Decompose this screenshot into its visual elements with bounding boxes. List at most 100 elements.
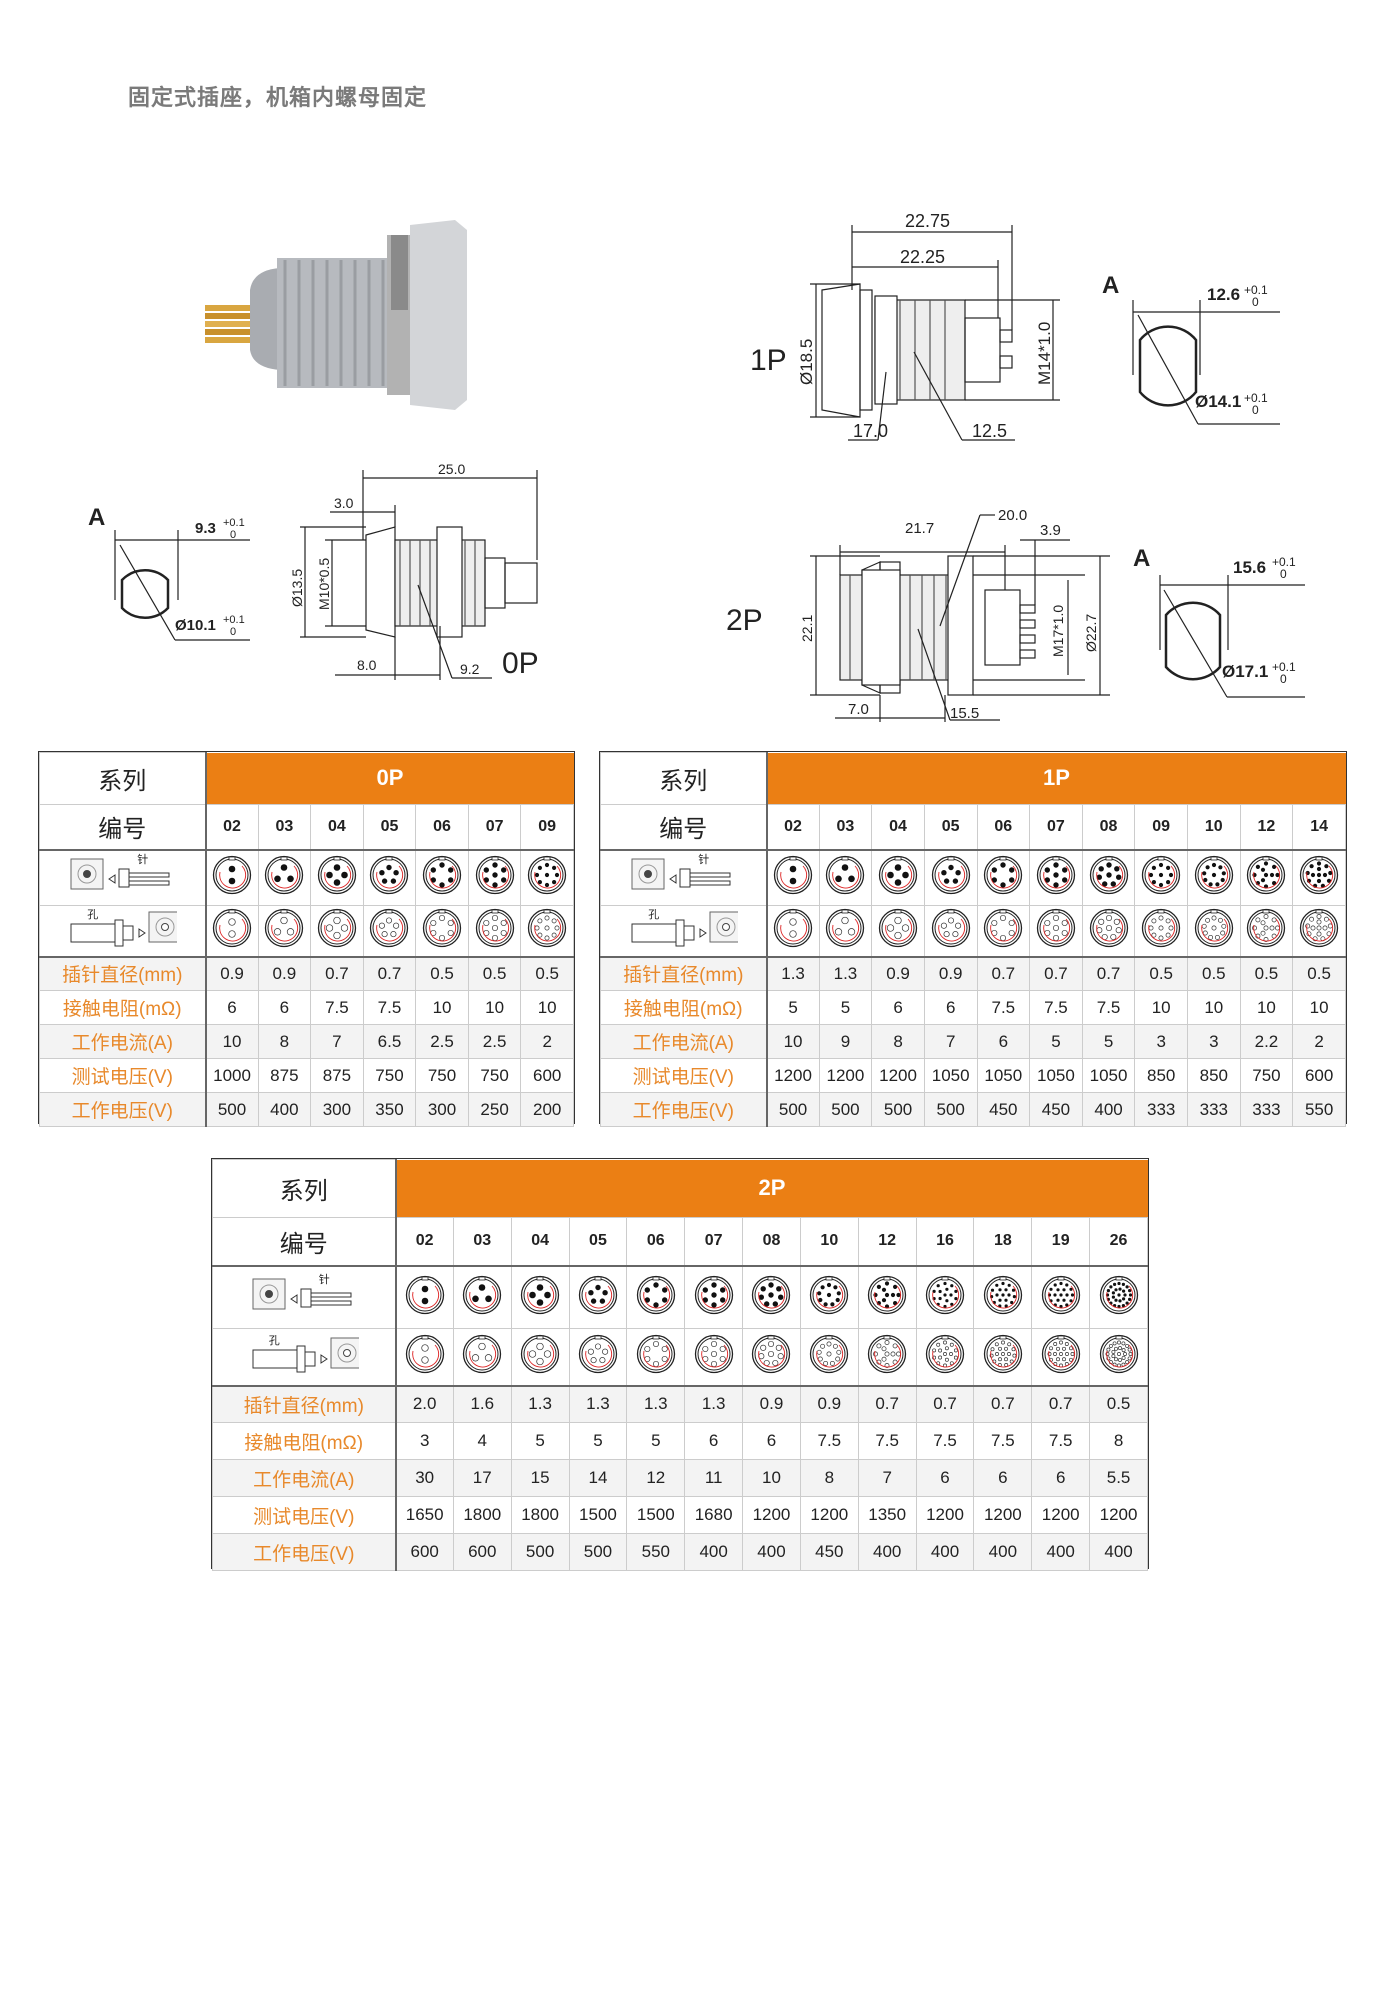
spec-cell: 500 (205, 1092, 259, 1127)
2p-series-label: 2P (726, 604, 763, 637)
code-cell: 10 (1187, 804, 1241, 851)
hole-layout-icon (1031, 1328, 1091, 1387)
spec-cell: 600 (1292, 1058, 1346, 1093)
spec-cell: 0.7 (310, 956, 364, 991)
row-label: 工作电压(V) (212, 1533, 397, 1571)
spec-cell: 300 (310, 1092, 364, 1127)
1p-dia-dim: Ø14.1 (1195, 392, 1241, 411)
pin-legend-icon: 针 (67, 853, 177, 895)
2p-thread: M17*1.0 (1050, 605, 1066, 657)
spec-cell: 9 (818, 1024, 873, 1059)
0p-length-dim: 25.0 (438, 461, 465, 477)
tol-minus: 0 (1280, 567, 1287, 581)
1p-outer-dia: Ø18.5 (797, 339, 816, 385)
spec-cell: 7 (923, 1024, 978, 1059)
spec-cell: 0.7 (362, 956, 417, 991)
code-cell: 04 (310, 804, 364, 851)
tol-minus: 0 (230, 529, 236, 541)
spec-cell: 14 (568, 1459, 628, 1497)
1p-thread: M14*1.0 (1035, 322, 1054, 385)
spec-cell: 1200 (799, 1496, 859, 1534)
spec-cell: 10 (205, 1024, 259, 1059)
spec-cell: 500 (568, 1533, 628, 1571)
spec-cell: 10 (415, 990, 469, 1025)
spec-cell: 2.2 (1239, 1024, 1294, 1059)
spec-cell: 0.7 (857, 1385, 917, 1423)
pin-legend-label: 针 (318, 1273, 330, 1286)
0p-thread: M10*0.5 (316, 558, 332, 610)
spec-cell: 2 (1292, 1024, 1346, 1059)
code-cell: 10 (799, 1217, 859, 1267)
spec-cell: 500 (818, 1092, 873, 1127)
pin-layout-icon (1187, 849, 1241, 906)
hole-layout-icon (520, 905, 574, 958)
hole-layout-icon (1292, 905, 1346, 958)
spec-cell: 7.5 (310, 990, 364, 1025)
spec-cell: 450 (1029, 1092, 1083, 1127)
spec-cell: 875 (310, 1058, 364, 1093)
2p-height: 22.1 (799, 615, 815, 642)
code-cell: 19 (1031, 1217, 1091, 1267)
code-cell: 04 (510, 1217, 570, 1267)
spec-cell: 5 (818, 990, 873, 1025)
1p-length-total: 22.75 (905, 211, 950, 231)
spec-cell: 400 (915, 1533, 975, 1571)
socket-legend-icon: 孔 (67, 906, 182, 948)
hole-layout-icon (1187, 905, 1241, 958)
spec-cell: 333 (1134, 1092, 1188, 1127)
2p-a-label: A (1133, 545, 1150, 572)
tol-minus: 0 (1252, 295, 1259, 309)
spec-cell: 0.5 (467, 956, 522, 991)
hole-layout-icon (415, 905, 469, 958)
hole-layout-icon (395, 1328, 454, 1387)
spec-cell: 600 (520, 1058, 574, 1093)
series-label: 系列 (212, 1159, 397, 1218)
hole-layout-icon (257, 905, 312, 958)
hole-layout-icon (362, 905, 417, 958)
series-label: 系列 (39, 752, 207, 805)
spec-cell: 400 (1031, 1533, 1091, 1571)
spec-cell: 1050 (1029, 1058, 1083, 1093)
spec-cell: 7.5 (1031, 1422, 1091, 1460)
spec-cell: 600 (395, 1533, 454, 1571)
spec-cell: 10 (1239, 990, 1294, 1025)
pin-layout-icon (684, 1265, 744, 1329)
2p-pin-len: 3.9 (1040, 522, 1061, 539)
code-cell: 02 (766, 804, 820, 851)
code-cell: 06 (626, 1217, 686, 1267)
pin-layout-icon (857, 1265, 917, 1329)
code-label: 编号 (600, 804, 768, 851)
spec-cell: 5 (510, 1422, 570, 1460)
spec-cell: 850 (1134, 1058, 1188, 1093)
2p-flat-dim: 15.6 (1233, 558, 1266, 577)
spec-cell: 8 (871, 1024, 925, 1059)
row-label: 插针直径(mm) (212, 1385, 397, 1423)
hole-layout-icon (766, 905, 820, 958)
hole-layout-icon (568, 1328, 628, 1387)
spec-cell: 400 (742, 1533, 801, 1571)
spec-cell: 1.3 (684, 1385, 744, 1423)
0p-dia-dim: Ø10.1 (175, 617, 216, 634)
spec-cell: 0.9 (871, 956, 925, 991)
pin-layout-icon (310, 849, 364, 906)
spec-cell: 850 (1187, 1058, 1241, 1093)
code-cell: 08 (742, 1217, 801, 1267)
pin-layout-icon (871, 849, 925, 906)
spec-cell: 0.5 (415, 956, 469, 991)
socket-legend-icon: 孔 (249, 1332, 364, 1374)
series-name: 2P (395, 1159, 1148, 1218)
tol-minus: 0 (1280, 672, 1287, 686)
code-cell: 02 (205, 804, 259, 851)
hole-layout-icon (923, 905, 978, 958)
hole-layout-icon (1029, 905, 1083, 958)
spec-cell: 8 (1089, 1422, 1148, 1460)
